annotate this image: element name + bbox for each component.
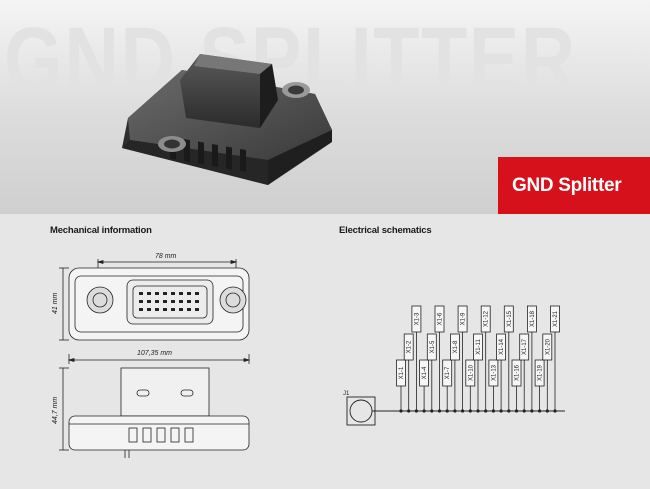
electrical-title: Electrical schematics (339, 225, 432, 236)
pin-junction (484, 409, 488, 413)
pin-box (450, 333, 460, 361)
mechanical-title: Mechanical information (50, 225, 152, 236)
info-section: Mechanical information Electrical schema… (0, 214, 650, 489)
pin-label: X1-4 (422, 366, 428, 379)
pin-label: X1-21 (553, 310, 559, 327)
mechanical-drawing: 78 mm 41 mm 107,35 m (52, 253, 251, 458)
pin-box (519, 333, 530, 361)
pin-label: X1-14 (499, 338, 505, 355)
pin-label: X1-1 (399, 366, 405, 379)
pin-label: X1-19 (538, 364, 544, 381)
pin-box (511, 359, 522, 387)
pin-junction (422, 409, 426, 413)
pin-label: X1-10 (468, 364, 474, 381)
pin-label: X1-11 (476, 339, 482, 355)
pin-junction (437, 409, 442, 413)
pin-label: X1-5 (430, 340, 436, 353)
pin-label: X1-8 (453, 340, 459, 353)
pin-junction (553, 409, 557, 413)
product-title-badge: GND Splitter (498, 157, 650, 214)
pin-junction (476, 409, 480, 413)
pin-box (534, 359, 545, 387)
pin-junction (522, 409, 526, 413)
pin-label: X1-18 (530, 310, 536, 327)
pin-box (419, 359, 429, 387)
top-width-label: 78 mm (155, 253, 177, 260)
pin-junction (545, 409, 549, 413)
pin-junction (453, 409, 457, 413)
pin-junction (430, 409, 434, 413)
pin-label: X1-3 (414, 312, 420, 325)
pin-box (434, 305, 445, 333)
pin-box (503, 305, 514, 333)
pin-junction (407, 409, 411, 413)
pin-box (473, 333, 483, 361)
pin-box (542, 333, 553, 361)
pin-junction (499, 409, 503, 413)
pin-box (411, 305, 422, 333)
pin-junction (468, 409, 472, 413)
pin-box (396, 359, 406, 387)
side-width-label: 107,35 mm (137, 350, 172, 357)
top-height-label: 41 mm (52, 292, 59, 314)
pin-junction (445, 409, 449, 413)
pin-box (465, 359, 476, 387)
hero-banner: GND SPLITTER (0, 0, 650, 214)
pin-label: X1-9 (461, 312, 467, 325)
product-image (122, 54, 332, 185)
pin-junction (514, 409, 519, 413)
side-height-label: 44,7 mm (52, 397, 59, 424)
pin-label: X1-6 (438, 312, 444, 325)
pin-label: X1-20 (545, 338, 551, 355)
pin-box (403, 333, 414, 361)
pin-label: X1-17 (522, 338, 528, 355)
pin-label: X1-16 (515, 364, 521, 381)
pin-junction (399, 409, 403, 413)
pin-box (480, 305, 491, 333)
pin-box (442, 359, 453, 387)
pin-box (457, 305, 468, 333)
pin-label: X1-15 (507, 310, 513, 327)
pin-box (488, 359, 499, 387)
pin-label: X1-2 (407, 340, 413, 353)
ground-label: J1 (343, 391, 350, 397)
pin-label: X1-7 (445, 366, 451, 379)
pin-junction (414, 409, 418, 413)
pin-box (426, 333, 437, 361)
pin-label: X1-12 (484, 310, 490, 327)
pin-junction (538, 409, 542, 413)
pin-junction (491, 409, 495, 413)
pin-junction (530, 409, 534, 413)
pin-junction (461, 409, 465, 413)
pin-box (550, 305, 560, 333)
pin-label: X1-13 (491, 364, 497, 381)
pin-box (526, 305, 537, 333)
pin-junction (507, 409, 511, 413)
electrical-schematic: J1 X1-1X1-2X1-3X1-4X1-5X1-6X1-7X1-8X1-9X… (343, 305, 565, 426)
pin-box (496, 333, 507, 361)
